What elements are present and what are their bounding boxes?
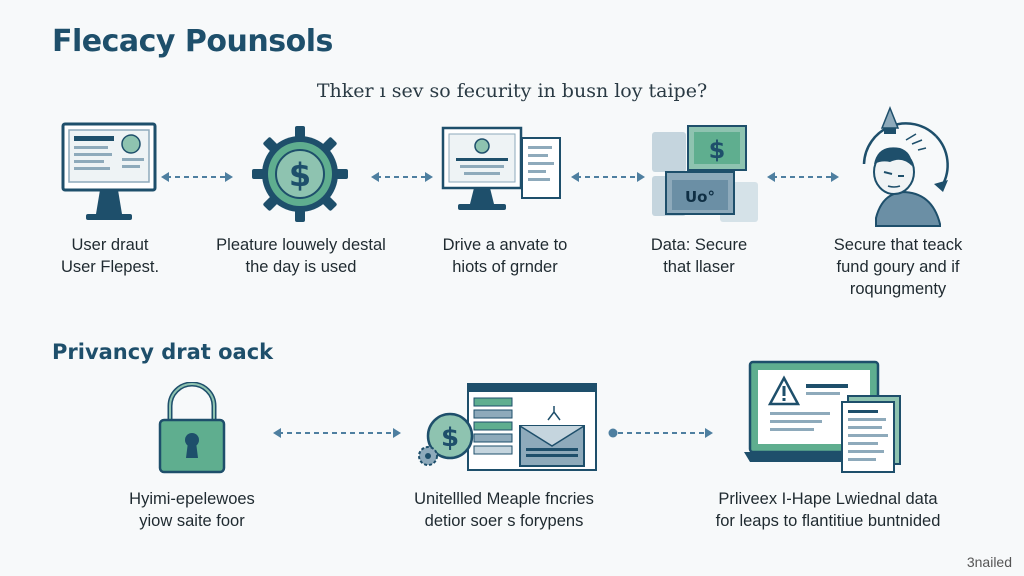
svg-text:$: $ <box>709 136 726 164</box>
folder-label: Uo° <box>685 188 715 206</box>
arrow-1-2 <box>160 170 234 184</box>
caption-user-draut: User draut User Flepest. <box>60 236 160 276</box>
svg-text:$: $ <box>441 423 459 453</box>
caption-drive: Drive a anvate to hiots of grnder <box>442 236 568 276</box>
monitor-icon <box>60 122 158 230</box>
caption-data-secure: Data: Secure that llaser <box>650 236 748 276</box>
caption-hyimi: Hyimi-epelewoes yiow saite foor <box>129 490 255 530</box>
caption-unitellled: Unitellled Meaple fncries detior soer s … <box>414 490 594 530</box>
secure-data-cards-icon: $ Uo° <box>650 124 762 226</box>
arrow-2-3 <box>370 170 434 184</box>
watermark: 3nailed <box>966 554 1012 570</box>
page-title: Flecacy Pounsols <box>52 24 333 59</box>
page-subtitle: Thker ı sev so fecurity in busn loy taip… <box>316 80 708 102</box>
caption-secure-teack: Secure that teack fund goury and if roqu… <box>833 236 963 298</box>
arrow-7-8 <box>606 426 714 440</box>
arrow-3-4 <box>570 170 646 184</box>
caption-pleature: Pleature louwely destal the day is used <box>216 236 386 276</box>
person-cycle-icon <box>846 106 956 230</box>
laptop-warning-icon <box>744 360 908 476</box>
arrow-4-5 <box>766 170 840 184</box>
document-monitor-icon <box>440 126 562 224</box>
svg-text:$: $ <box>289 156 311 194</box>
padlock-icon <box>158 382 226 474</box>
caption-prlivee: Prliveeх I-Hape Lwiednal data for leaps … <box>715 490 941 530</box>
arrow-6-7 <box>272 426 402 440</box>
section-title-privancy: Privancy drat oack <box>52 340 274 364</box>
browser-dollar-icon: $ <box>412 380 600 472</box>
dollar-gear-icon: $ <box>250 124 350 224</box>
